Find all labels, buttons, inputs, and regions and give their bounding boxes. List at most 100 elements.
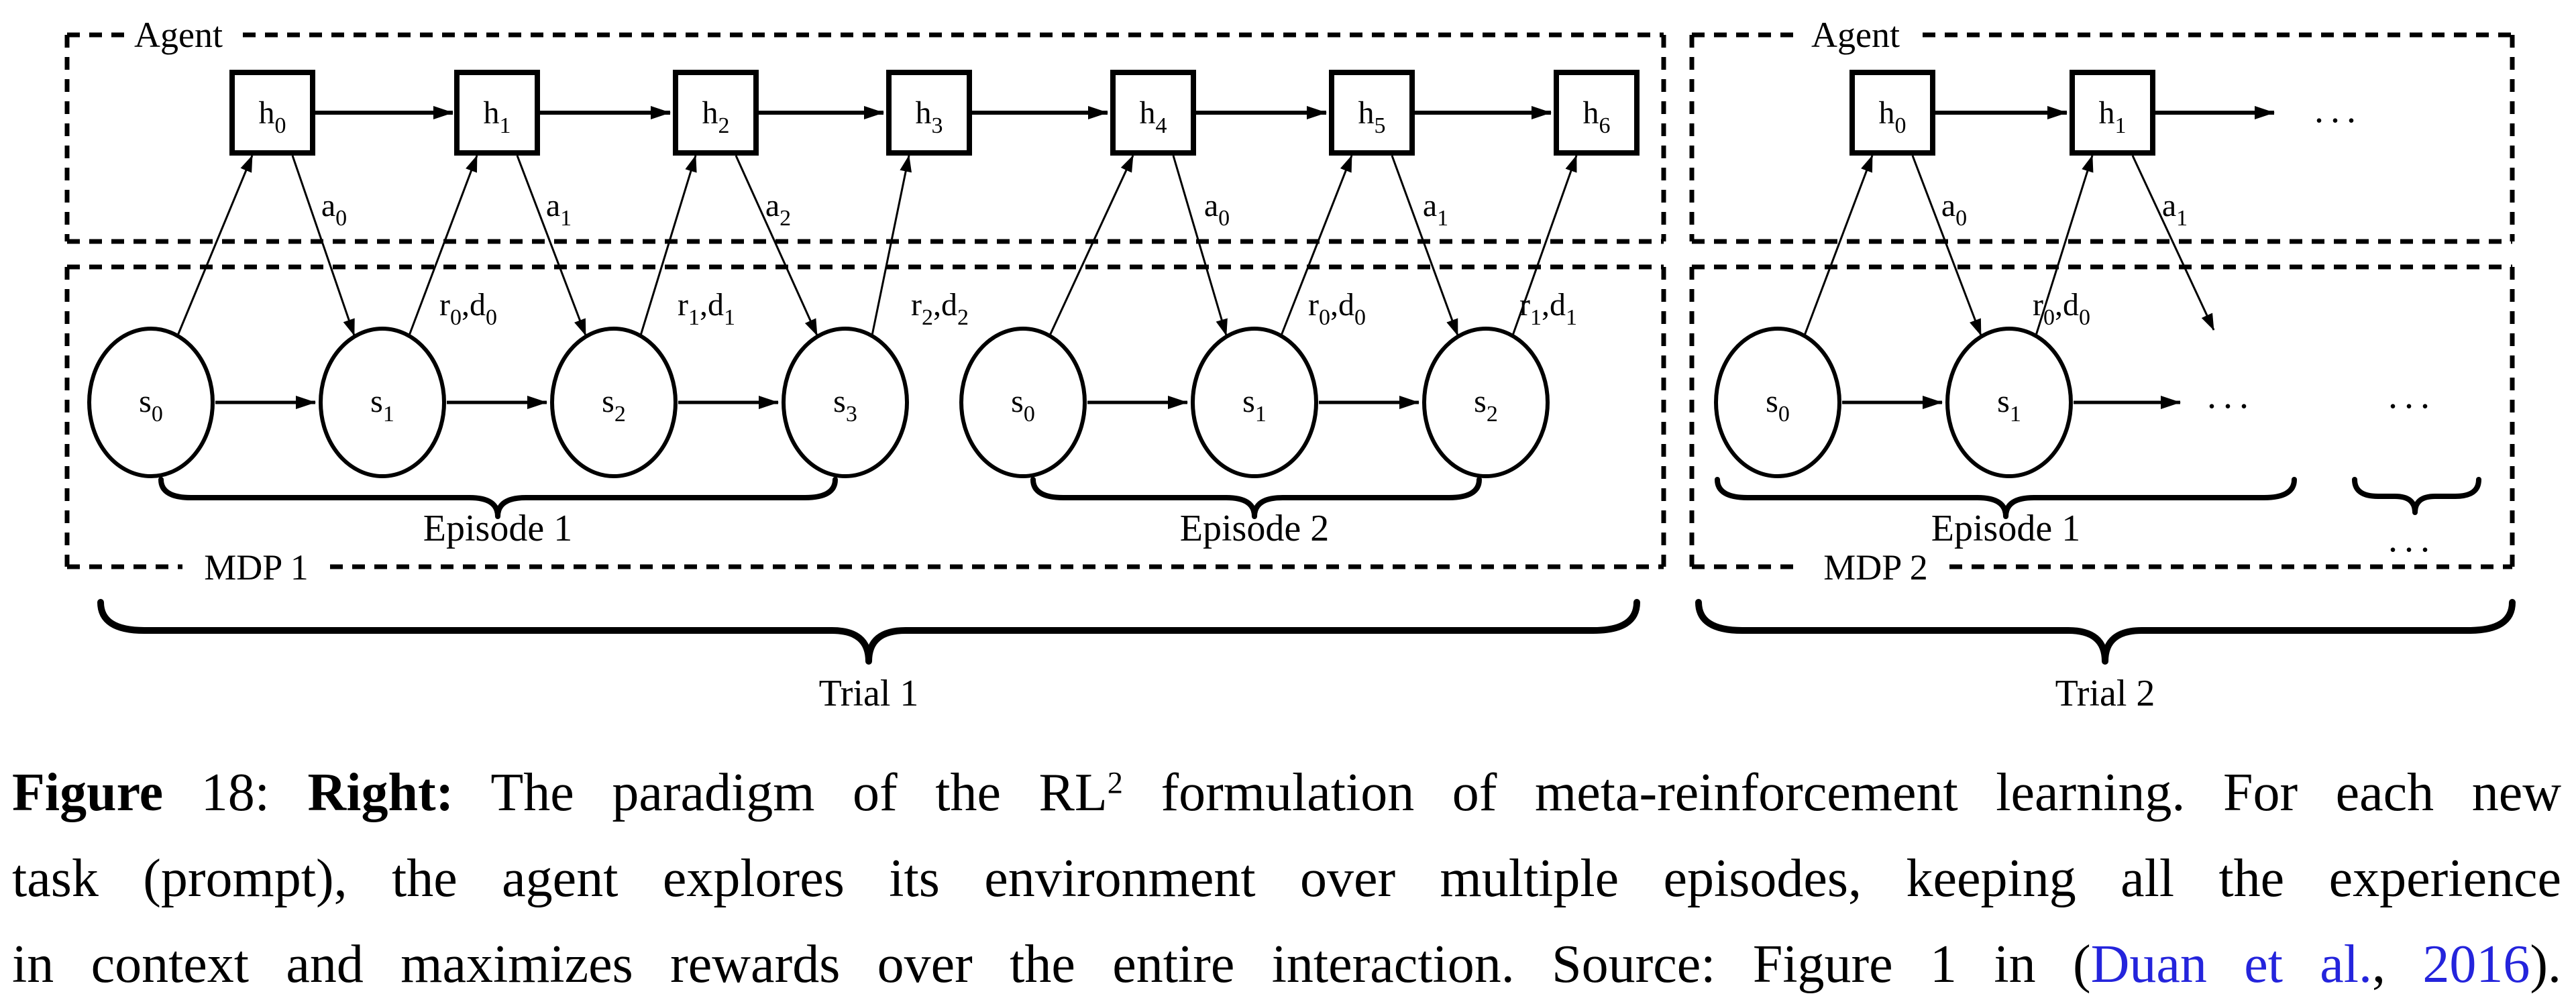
rl2-diagram: Agent MDP 1 Agent MDP 2 xyxy=(64,15,2516,714)
h6-label: h6 xyxy=(1583,95,1611,138)
edge-h2-s3-action xyxy=(735,155,818,336)
hidden-state-nodes-left: h0 h1 h2 h3 h4 h5 h6 xyxy=(229,70,1640,156)
edge-right-h0-s1-action xyxy=(1911,155,1982,336)
edge-ep2-s2-h6-reward xyxy=(1511,155,1578,336)
trial2-brace xyxy=(1695,599,2516,665)
edge-h5-s2-action xyxy=(1391,155,1459,336)
h3-label: h3 xyxy=(916,95,943,138)
caption-text: The paradigm of the RL xyxy=(453,763,1108,822)
ep1-s3-label: s3 xyxy=(833,384,857,427)
mdp-box-right: MDP 2 xyxy=(1689,264,2515,588)
edge-h0-s1-action xyxy=(291,155,356,336)
ep2-s1-label: s1 xyxy=(1242,384,1267,427)
h5-box xyxy=(1329,70,1415,156)
episode1-left-label: Episode 1 xyxy=(423,508,572,549)
edge-s3-h3-reward xyxy=(871,155,912,336)
ep1-s1-label: s1 xyxy=(370,384,394,427)
caption-superscript-2: 2 xyxy=(1107,766,1123,801)
right-s1-label: s1 xyxy=(1997,384,2021,427)
state-chain-ellipsis-1: ... xyxy=(2207,375,2255,416)
trial2-label: Trial 2 xyxy=(2055,673,2155,714)
right-r0d0-label: r0,d0 xyxy=(2033,287,2090,330)
edge-right-s1-h1-reward xyxy=(2035,155,2094,336)
edge-h4-s1-action xyxy=(1172,155,1228,336)
right-h1-label: h1 xyxy=(2099,95,2127,138)
right-h0-box xyxy=(1849,70,1935,156)
mdp1-label: MDP 1 xyxy=(204,547,309,588)
state-nodes-mdp2: s0 s1 ... ... xyxy=(1714,327,2430,478)
citation-link-duan[interactable]: Duan et al. xyxy=(2090,935,2373,994)
caption-text: in context and maximizes rewards over th… xyxy=(12,935,2091,994)
h6-box xyxy=(1554,70,1640,156)
h4-label: h4 xyxy=(1140,95,1167,138)
right-h1-box xyxy=(2070,70,2155,156)
h5-label: h5 xyxy=(1358,95,1386,138)
agent-label-left: Agent xyxy=(134,15,223,55)
episode1-left-brace xyxy=(158,477,838,519)
right-s0-circle xyxy=(1714,327,1841,478)
right-h0-label: h0 xyxy=(1879,95,1907,138)
caption-right-word: Right: xyxy=(307,763,454,822)
edge-ep2-s0-h4 xyxy=(1049,155,1134,336)
ep1-s0-label: s0 xyxy=(139,384,163,427)
right-s1-circle xyxy=(1945,327,2073,478)
h2-box xyxy=(673,70,759,156)
diagonal-edges xyxy=(176,155,2215,336)
trial1-label: Trial 1 xyxy=(819,673,919,714)
edge-right-s0-h0 xyxy=(1803,155,1874,336)
edge-s2-h2-reward xyxy=(639,155,697,336)
h0-label: h0 xyxy=(259,95,286,138)
ep2-s2-circle xyxy=(1422,327,1550,478)
trial1-brace xyxy=(97,599,1640,665)
right-s0-label: s0 xyxy=(1766,384,1790,427)
caption-text: , xyxy=(2372,935,2423,994)
mdp-box-left: MDP 1 xyxy=(64,264,1666,588)
ep1-a2-label: a2 xyxy=(765,188,791,231)
caption-line-2: task (prompt), the agent explores its en… xyxy=(12,849,2561,908)
mdp2-label: MDP 2 xyxy=(1823,547,1928,588)
ep2-a1-label: a1 xyxy=(1423,188,1448,231)
ep1-s2-label: s2 xyxy=(602,384,626,427)
caption-text: formulation of meta-reinforcement learni… xyxy=(1122,763,2562,822)
ep1-s1-circle xyxy=(319,327,446,478)
edge-s1-h1-reward xyxy=(408,155,478,336)
ep2-s0-circle xyxy=(959,327,1087,478)
right-a0-label: a0 xyxy=(1941,188,1967,231)
episode1-right-brace xyxy=(1715,477,2297,519)
caption-figure-number: 18: xyxy=(163,763,308,822)
citation-link-year[interactable]: 2016 xyxy=(2422,935,2530,994)
h4-box xyxy=(1110,70,1196,156)
episode2-brace xyxy=(1030,477,1482,519)
caption-figure-word: Figure xyxy=(12,763,164,822)
edge-h1-s2-action xyxy=(516,155,587,336)
action-labels: a0 a1 a2 a0 a1 a0 a1 xyxy=(321,188,2188,231)
agent-box-left: Agent xyxy=(64,15,1666,244)
right-a1-label: a1 xyxy=(2162,188,2188,231)
h1-label: h1 xyxy=(484,95,511,138)
state-nodes-mdp1: s0 s1 s2 s3 s0 s1 s2 xyxy=(87,327,1550,478)
ep2-r0d0-label: r0,d0 xyxy=(1308,287,1366,330)
ep1-r1d1-label: r1,d1 xyxy=(678,287,735,330)
elided-episode-brace xyxy=(2352,477,2481,515)
ep2-a0-label: a0 xyxy=(1204,188,1230,231)
ep2-s0-label: s0 xyxy=(1011,384,1035,427)
ep1-r0d0-label: r0,d0 xyxy=(439,287,497,330)
caption-line-1: Figure 18: Right: The paradigm of the RL… xyxy=(12,750,2561,836)
hidden-chain-ellipsis: ... xyxy=(2314,89,2363,131)
episode1-right-label: Episode 1 xyxy=(1931,508,2080,549)
h3-box xyxy=(886,70,972,156)
ep2-s2-label: s2 xyxy=(1474,384,1498,427)
caption-text: ). xyxy=(2530,935,2562,994)
caption-line-3: in context and maximizes rewards over th… xyxy=(12,922,2561,1000)
agent-label-right: Agent xyxy=(1811,15,1900,55)
ep1-s3-circle xyxy=(782,327,909,478)
ep1-s0-circle xyxy=(87,327,215,478)
reward-done-labels: r0,d0 r1,d1 r2,d2 r0,d0 r1,d1 r0,d0 xyxy=(439,287,2090,330)
ep2-r1d1-label: r1,d1 xyxy=(1519,287,1577,330)
ep2-s1-circle xyxy=(1191,327,1318,478)
edge-s0-h0 xyxy=(176,155,254,336)
figure-caption: Figure 18: Right: The paradigm of the RL… xyxy=(12,750,2561,1000)
h2-label: h2 xyxy=(702,95,730,138)
edge-right-h1-action-elided xyxy=(2131,155,2215,331)
